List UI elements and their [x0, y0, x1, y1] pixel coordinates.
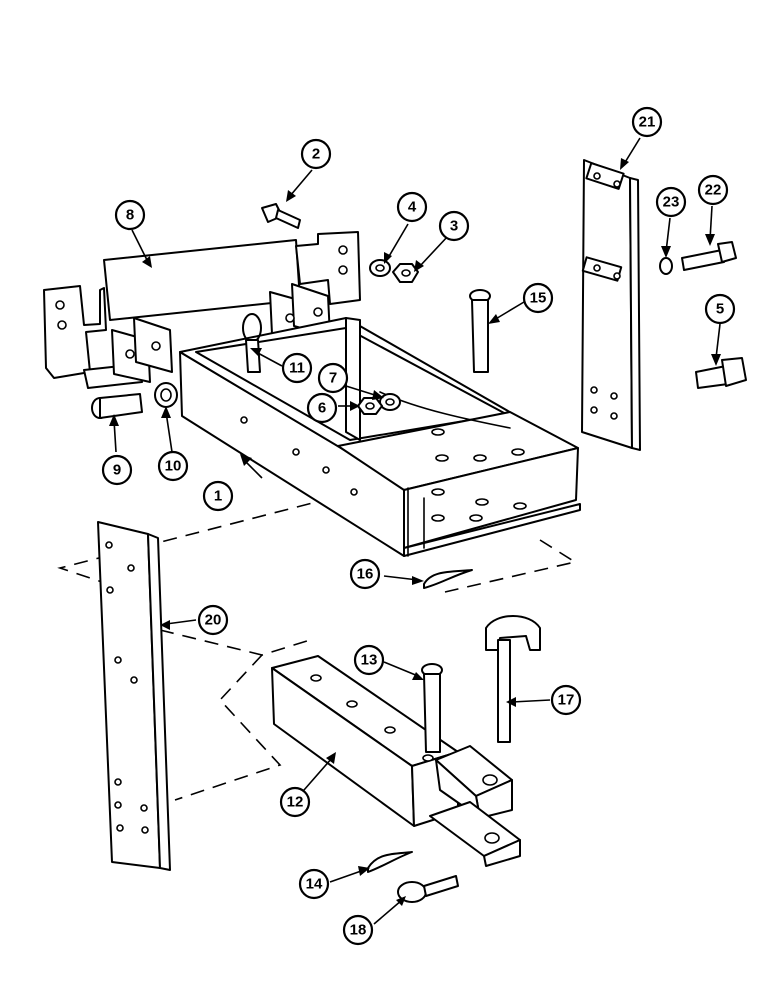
- part-8-bracket: [43, 231, 361, 389]
- part-20-plate: [97, 521, 171, 871]
- svg-text:9: 9: [113, 462, 121, 479]
- svg-text:4: 4: [408, 199, 417, 216]
- part-21-plate: [581, 159, 641, 451]
- callout-4: 4: [396, 191, 428, 223]
- callout-12: 12: [279, 786, 311, 818]
- callout-7: 7: [317, 362, 349, 394]
- svg-text:5: 5: [716, 301, 724, 318]
- svg-text:22: 22: [705, 182, 722, 199]
- callout-2: 2: [300, 138, 332, 170]
- part-7-lock-washer: [379, 393, 401, 411]
- part-9-pin: [91, 393, 143, 419]
- svg-text:14: 14: [306, 876, 323, 893]
- callout-17: 17: [550, 684, 582, 716]
- callout-6: 6: [306, 392, 338, 424]
- callout-22: 22: [697, 174, 729, 206]
- svg-text:13: 13: [361, 652, 378, 669]
- callout-8: 8: [114, 199, 146, 231]
- svg-text:6: 6: [318, 400, 326, 417]
- svg-text:10: 10: [165, 458, 182, 475]
- callout-13: 13: [353, 644, 385, 676]
- part-18-lynch-pin: [397, 875, 459, 903]
- part-6-nut: [357, 397, 383, 415]
- part-4-washer: [369, 259, 391, 277]
- part-10-bushing: [154, 382, 178, 408]
- callout-14: 14: [298, 868, 330, 900]
- part-22-bolt: [681, 241, 737, 271]
- svg-text:12: 12: [287, 794, 304, 811]
- svg-text:23: 23: [663, 194, 680, 211]
- part-16-r-clip: [423, 569, 473, 589]
- part-5-bolt: [695, 357, 747, 389]
- callout-5: 5: [704, 293, 736, 325]
- callout-18: 18: [342, 914, 374, 946]
- svg-text:7: 7: [329, 370, 337, 387]
- svg-text:15: 15: [530, 290, 547, 307]
- alignment-dashed-lines: [57, 491, 578, 801]
- svg-text:2: 2: [312, 146, 320, 163]
- svg-text:8: 8: [126, 207, 134, 224]
- svg-text:11: 11: [289, 360, 305, 377]
- svg-text:1: 1: [214, 488, 222, 505]
- callout-1: 1: [202, 480, 234, 512]
- part-1-drawbar-frame: [179, 317, 581, 557]
- callout-11: 11: [281, 352, 313, 384]
- part-23-washer: [659, 257, 673, 275]
- svg-text:3: 3: [450, 218, 458, 235]
- callout-23: 23: [655, 186, 687, 218]
- part-12-drawbar: [271, 655, 521, 867]
- part-17-hitch-pin: [485, 615, 541, 743]
- callout-15: 15: [522, 282, 554, 314]
- callout-10: 10: [157, 450, 189, 482]
- svg-text:18: 18: [350, 922, 367, 939]
- part-15-pin: [469, 289, 491, 373]
- callout-16: 16: [349, 558, 381, 590]
- svg-text:20: 20: [205, 612, 222, 629]
- svg-text:21: 21: [639, 114, 656, 131]
- svg-text:17: 17: [558, 692, 575, 709]
- part-13-pin: [421, 663, 443, 753]
- part-3-nut: [392, 263, 419, 283]
- callout-3: 3: [438, 210, 470, 242]
- callout-20: 20: [197, 604, 229, 636]
- callout-21: 21: [631, 106, 663, 138]
- part-2-bolt: [261, 203, 301, 229]
- callout-9: 9: [101, 454, 133, 486]
- svg-text:16: 16: [357, 566, 374, 583]
- leader-lines: [109, 137, 721, 925]
- part-14-r-clip: [367, 851, 413, 873]
